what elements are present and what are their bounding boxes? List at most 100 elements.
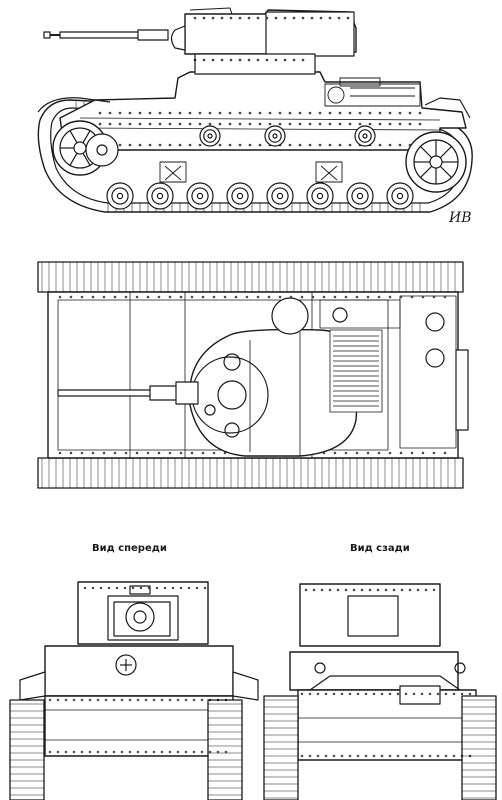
rivet xyxy=(316,754,320,758)
rivet xyxy=(220,16,224,20)
rivet xyxy=(202,16,206,20)
rivet xyxy=(364,754,368,758)
road-wheel-hub xyxy=(391,187,409,205)
rivet xyxy=(115,586,119,590)
road-wheel-hub xyxy=(203,129,217,143)
rivet xyxy=(179,295,183,299)
rivet xyxy=(380,692,384,696)
rivet xyxy=(168,750,172,754)
rivet xyxy=(418,111,422,115)
rivet xyxy=(368,122,372,126)
rivet xyxy=(99,586,103,590)
rivet xyxy=(358,111,362,115)
rivet xyxy=(188,111,192,115)
rivet xyxy=(274,16,278,20)
rivet xyxy=(428,692,432,696)
front-track-right xyxy=(207,699,243,800)
rivet xyxy=(338,111,342,115)
road-wheel-axle xyxy=(396,192,404,200)
rivet xyxy=(64,750,68,754)
rivet xyxy=(412,754,416,758)
rivet xyxy=(258,143,262,147)
rivet xyxy=(58,451,62,455)
rivet xyxy=(344,588,348,592)
rivet xyxy=(288,143,292,147)
rivet xyxy=(278,295,282,299)
rivet xyxy=(318,122,322,126)
rivet xyxy=(120,750,124,754)
rear-port-upper xyxy=(425,312,445,332)
road-wheel-hub xyxy=(231,187,249,205)
road-wheel-axle xyxy=(356,192,364,200)
rivet xyxy=(128,122,132,126)
rivet xyxy=(399,451,403,455)
rivet xyxy=(234,295,238,299)
rivet xyxy=(193,16,197,20)
rivet xyxy=(72,698,76,702)
rivet xyxy=(298,122,302,126)
front-track-left xyxy=(9,699,45,800)
rivet xyxy=(208,111,212,115)
rivet xyxy=(224,750,228,754)
rivet xyxy=(198,122,202,126)
rivet xyxy=(267,295,271,299)
rivet xyxy=(248,122,252,126)
rivet xyxy=(148,143,152,147)
rivet xyxy=(377,295,381,299)
rivet xyxy=(158,111,162,115)
rivet xyxy=(418,122,422,126)
rivet xyxy=(308,122,312,126)
rivet xyxy=(192,698,196,702)
idler-wheel xyxy=(405,131,467,193)
rivet xyxy=(248,111,252,115)
rivet xyxy=(319,16,323,20)
rivet xyxy=(216,750,220,754)
road-wheel-axle xyxy=(316,192,324,200)
top-view xyxy=(37,261,469,489)
rivet xyxy=(384,588,388,592)
rivet xyxy=(348,122,352,126)
rivet xyxy=(208,122,212,126)
rivet xyxy=(356,754,360,758)
rivet xyxy=(328,143,332,147)
rivet xyxy=(218,122,222,126)
rivet xyxy=(460,692,464,696)
rivet xyxy=(245,295,249,299)
rivet xyxy=(404,692,408,696)
rivet xyxy=(128,750,132,754)
rivet xyxy=(372,692,376,696)
rivet xyxy=(123,586,127,590)
rivet xyxy=(368,111,372,115)
rivet xyxy=(69,295,73,299)
road-wheel xyxy=(266,182,294,210)
rivet xyxy=(396,692,400,696)
artist-signature: ИВ xyxy=(448,210,472,226)
rivet xyxy=(118,143,122,147)
return-rollers xyxy=(199,125,376,147)
road-wheel-axle xyxy=(236,192,244,200)
rivet xyxy=(310,16,314,20)
rivet xyxy=(366,451,370,455)
rivet xyxy=(460,754,464,758)
rivet xyxy=(416,588,420,592)
rivet xyxy=(410,451,414,455)
rivet xyxy=(452,692,456,696)
rivet xyxy=(64,698,68,702)
rivet xyxy=(328,111,332,115)
rivet xyxy=(118,122,122,126)
rivet xyxy=(452,754,456,758)
rivet xyxy=(124,295,128,299)
rivet xyxy=(193,58,197,62)
rivet xyxy=(444,754,448,758)
rivet xyxy=(72,750,76,754)
rivet xyxy=(352,588,356,592)
rivet xyxy=(398,122,402,126)
spoke xyxy=(420,146,433,159)
rivet xyxy=(176,698,180,702)
rear-track-right xyxy=(461,695,497,800)
spoke xyxy=(439,165,452,178)
rivet xyxy=(218,111,222,115)
rivet xyxy=(178,143,182,147)
rivet xyxy=(388,692,392,696)
rivet xyxy=(83,586,87,590)
